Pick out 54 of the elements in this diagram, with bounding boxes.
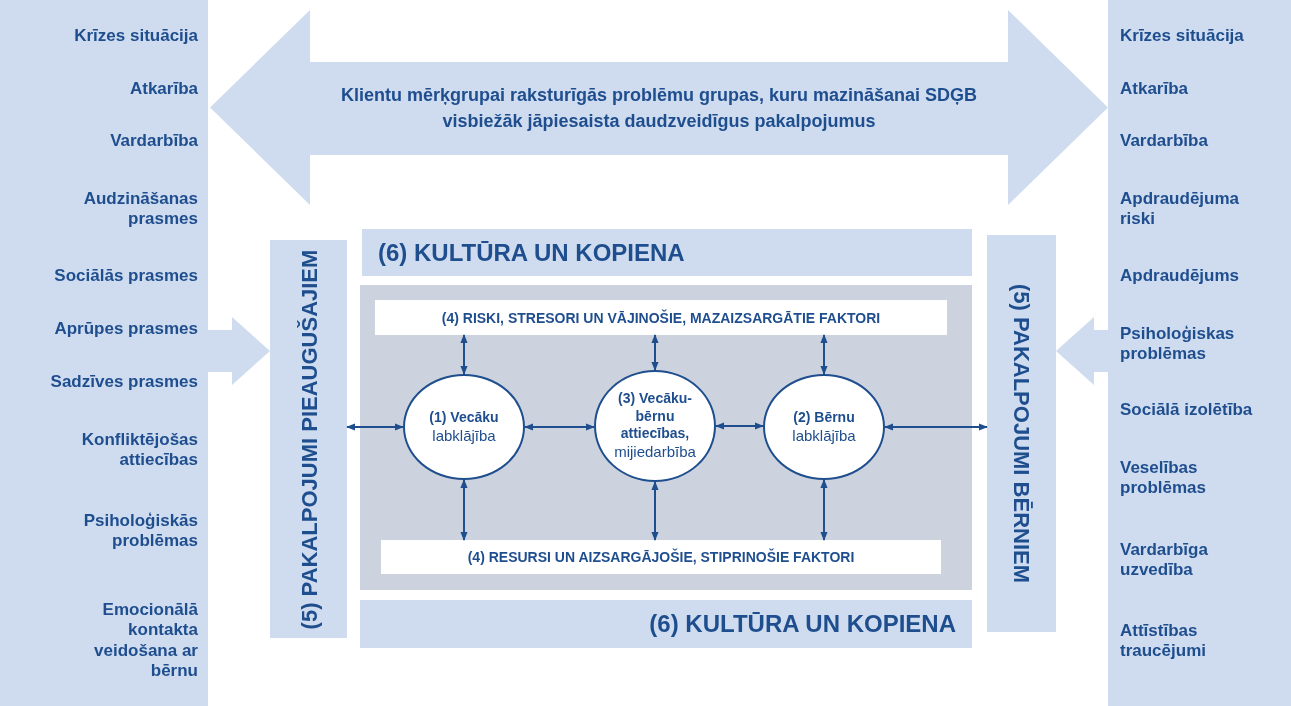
list-item-text: Psiholoģiskas problēmas <box>1120 323 1236 365</box>
list-item-text: Audzināšanas prasmes <box>82 188 198 230</box>
factor-box <box>375 300 947 335</box>
list-item-text: Sadzīves prasmes <box>49 371 198 393</box>
list-item-text: Krīzes situācija <box>1120 25 1245 47</box>
double-arrow <box>346 423 404 431</box>
band-label: (5) PAKALPOJUMI PIEAUGUŠAJIEM <box>294 248 323 631</box>
list-item-text: Apdraudējums <box>1120 265 1241 287</box>
list-item-text: Aprūpes prasmes <box>53 318 198 340</box>
factor-box <box>381 540 941 574</box>
list-item-text: Sociālās prasmes <box>53 265 198 287</box>
list-item-text: Vardarbība <box>1120 130 1209 152</box>
double-arrow <box>460 334 468 375</box>
list-item-text: Apdraudējuma riski <box>1120 188 1241 230</box>
list-item-text: Atkarība <box>1120 78 1190 100</box>
circle-heading: (2) Bērnu <box>792 408 856 427</box>
side-panel <box>0 0 208 706</box>
list-item-text: Vardarbīga uzvedība <box>1120 539 1209 581</box>
block-arrow <box>208 317 270 385</box>
circle-text: labklājība <box>431 426 497 446</box>
double-arrow <box>715 422 764 430</box>
list-item-text: Psiholoģiskās problēmas <box>82 510 198 552</box>
circle-heading: (3) Vecāku-bērnu attiecības, <box>617 390 693 443</box>
list-item-text: Konfliktējošas attiecības <box>80 429 198 471</box>
band <box>360 600 972 648</box>
list-item-text: Veselības problēmas <box>1120 457 1207 499</box>
double-arrow <box>820 479 828 541</box>
band-label: (6) KULTŪRA UN KOPIENA <box>378 238 685 267</box>
side-panel <box>1108 0 1291 706</box>
circle-text: mijiedarbība <box>613 442 697 462</box>
circle-heading: (1) Vecāku <box>428 408 500 427</box>
double-arrow <box>524 423 595 431</box>
panel-background <box>360 285 972 590</box>
double-arrow <box>651 481 659 541</box>
list-item-text: Attīstības traucējumi <box>1120 620 1207 662</box>
factor-label: (4) RISKI, STRESORI UN VĀJINOŠIE, MAZAIZSARGĀTIE FAKTORI <box>440 309 882 326</box>
band-label: (6) KULTŪRA UN KOPIENA <box>649 609 956 639</box>
banner-text: Klientu mērķgrupai raksturīgās problēmu grupas, kuru mazināšanai SDĢB visbiežāk jāpiesaista daudzveidīgus pakalpojumus <box>339 83 979 133</box>
vertical-band <box>270 240 347 638</box>
list-item-text: Sociālā izolētība <box>1120 399 1254 421</box>
vertical-band <box>987 235 1056 632</box>
band-label: (5) PAKALPOJUMI BĒRNIEM <box>1008 282 1036 586</box>
list-item-text: Vardarbība <box>109 130 198 152</box>
band <box>362 229 972 276</box>
block-arrow <box>1056 317 1108 385</box>
factor-label: (4) RESURSI UN AIZSARGĀJOŠIE, STIPRINOŠIE FAKTORI <box>466 548 856 566</box>
double-arrow <box>651 334 659 371</box>
list-item-text: Atkarība <box>128 78 198 100</box>
list-item-text: Emocionālā kontakta veidošana ar bērnu <box>93 600 198 682</box>
double-arrow <box>820 334 828 375</box>
double-arrow <box>460 479 468 541</box>
double-arrow <box>884 423 988 431</box>
list-item-text: Krīzes situācija <box>73 25 198 47</box>
circle-text: labklājība <box>791 426 857 446</box>
